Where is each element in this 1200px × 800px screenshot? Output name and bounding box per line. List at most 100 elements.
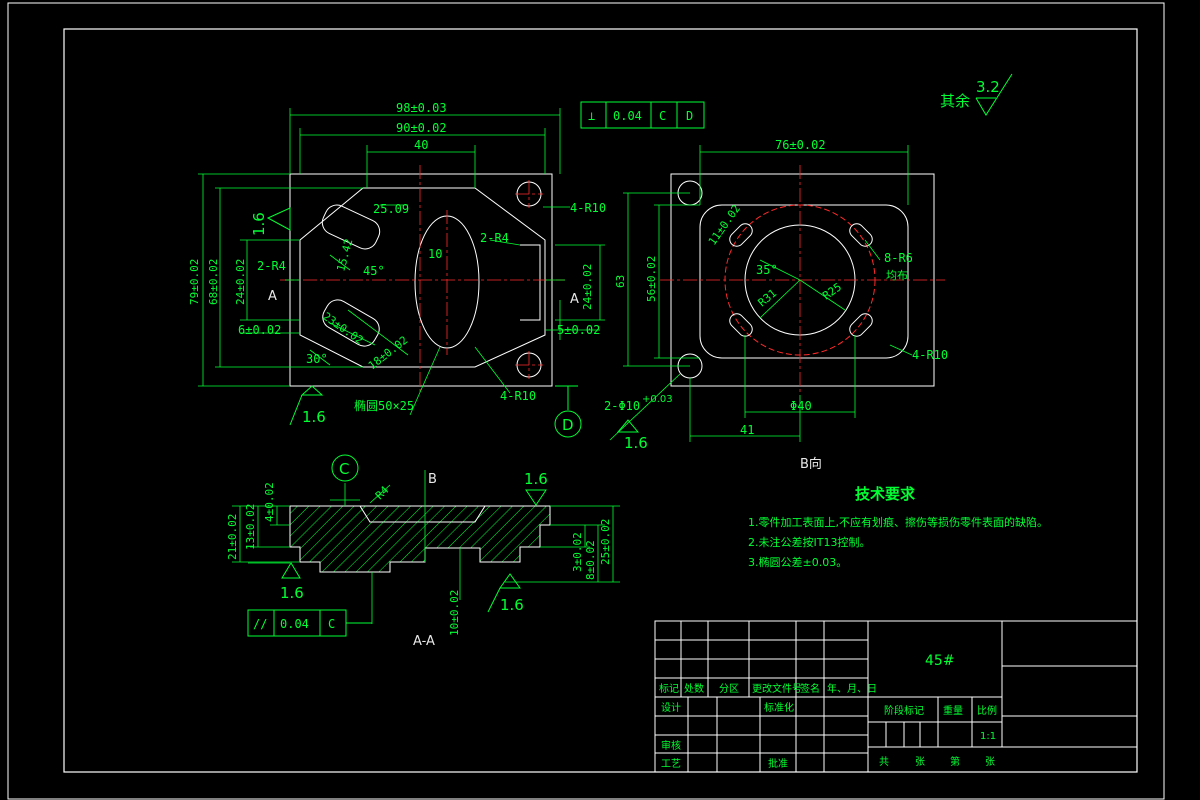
title-block bbox=[654, 620, 1138, 773]
datum-c-label: C bbox=[339, 460, 349, 478]
svg-text:1.6: 1.6 bbox=[624, 434, 648, 452]
section-profile bbox=[289, 505, 551, 573]
dim-90: 90±0.02 bbox=[396, 121, 447, 135]
tech-req-item-3: 3.椭圆公差±0.03。 bbox=[748, 555, 847, 569]
sheet-total-label: 共 bbox=[879, 756, 889, 768]
sheet-total-unit: 张 bbox=[915, 756, 925, 768]
section-dimension-lines bbox=[232, 470, 620, 624]
b-dim-76: 76±0.02 bbox=[775, 138, 826, 152]
b-callout-uniform: 均布 bbox=[886, 269, 908, 282]
dim-25-09: 25.09 bbox=[373, 202, 409, 216]
sheet-num-label: 第 bbox=[950, 755, 960, 768]
b-dim-35deg: 35° bbox=[756, 263, 778, 277]
tech-req-item-1: 1.零件加工表面上,不应有划痕、擦伤等损伤零件表面的缺陷。 bbox=[748, 515, 1048, 529]
scale-value: 1:1 bbox=[980, 731, 996, 742]
dim-98: 98±0.03 bbox=[396, 101, 447, 115]
section-view: C B 21±0.02 13±0.02 4±0.02 3±0.02 8±0.02… bbox=[226, 454, 620, 649]
b-dim-41: 41 bbox=[740, 423, 754, 437]
par-symbol: // bbox=[253, 617, 267, 631]
section-mark-left: A bbox=[268, 289, 277, 304]
b-dim-11: 11±0.02 bbox=[706, 202, 743, 247]
b-dim-phi40: Φ40 bbox=[790, 399, 812, 413]
upper-slot bbox=[321, 204, 381, 250]
callout-4-r10-bottom: 4-R10 bbox=[500, 389, 536, 403]
sec-dim-10: 10±0.02 bbox=[448, 590, 461, 636]
par-datum: C bbox=[328, 617, 335, 631]
parallelism-frame: // 0.04 C bbox=[247, 609, 372, 637]
dim-2-r4-right: 2-R4 bbox=[480, 231, 509, 245]
dim-2-r4-left: 2-R4 bbox=[257, 259, 286, 273]
general-roughness: 其余 3.2 bbox=[940, 73, 1013, 116]
b-callout-2-phi10: 2-Φ10 bbox=[604, 399, 640, 413]
tol-symbol: ⊥ bbox=[588, 109, 595, 123]
perpendicularity-frame: ⊥ 0.04 C D bbox=[580, 101, 705, 129]
sec-dim-25: 25±0.02 bbox=[599, 519, 612, 565]
dim-30deg: 30° bbox=[306, 352, 328, 366]
sec-dim-21: 21±0.02 bbox=[226, 514, 239, 560]
material: 45# bbox=[925, 653, 955, 669]
scale-label: 比例 bbox=[977, 704, 997, 717]
b-dim-r31: R31 bbox=[756, 287, 780, 310]
b-slots bbox=[729, 223, 873, 337]
front-roughness-left: 1.6 bbox=[250, 207, 291, 236]
callout-ellipse: 椭圆50×25 bbox=[354, 398, 414, 413]
tol-datum-d: D bbox=[686, 109, 693, 123]
dim-10: 10 bbox=[428, 247, 442, 261]
svg-text:1.6: 1.6 bbox=[280, 584, 304, 602]
b-hole-tolerance: +0.03 bbox=[642, 394, 673, 405]
hdr-sign: 签名 bbox=[800, 682, 820, 695]
dim-6: 6±0.02 bbox=[238, 323, 281, 337]
svg-text:1.6: 1.6 bbox=[302, 408, 326, 426]
front-roughness-bottom: 1.6 bbox=[289, 385, 326, 426]
dim-5: 5±0.02 bbox=[557, 323, 600, 337]
hdr-change-doc: 更改文件号 bbox=[752, 682, 802, 695]
dim-40: 40 bbox=[414, 138, 428, 152]
sec-roughness-top: 1.6 bbox=[524, 470, 548, 506]
dim-23: 23±0.02 bbox=[320, 310, 365, 347]
row-approve: 批准 bbox=[768, 757, 788, 770]
sheet-num-unit: 张 bbox=[985, 756, 995, 768]
sec-dim-13: 13±0.02 bbox=[244, 504, 257, 550]
tech-req-item-2: 2.未注公差按IT13控制。 bbox=[748, 535, 870, 549]
svg-text:1.6: 1.6 bbox=[250, 212, 268, 236]
sec-dim-8: 8±0.02 bbox=[584, 540, 597, 580]
row-process: 工艺 bbox=[661, 758, 681, 770]
dim-15-42: 15.42 bbox=[334, 237, 355, 272]
outer-border bbox=[7, 2, 1165, 800]
tol-datum-c: C bbox=[659, 109, 666, 123]
front-centerlines bbox=[280, 165, 565, 395]
tol-value: 0.04 bbox=[613, 109, 642, 123]
datum-c-circle bbox=[331, 454, 359, 482]
dim-24-right: 24±0.02 bbox=[581, 264, 594, 310]
hdr-count: 处数 bbox=[684, 682, 704, 695]
title-block-text: 45# 标记 处数 分区 更改文件号 签名 年、月、日 设计 标准化 审核 工艺… bbox=[659, 653, 997, 770]
b-dim-r25: R25 bbox=[820, 280, 844, 302]
b-dim-63: 63 bbox=[614, 275, 627, 288]
inner-frame bbox=[63, 28, 1138, 773]
view-mark-b: B bbox=[428, 472, 437, 487]
section-mark-right: A bbox=[570, 292, 579, 307]
tech-req-title: 技术要求 bbox=[855, 485, 916, 503]
section-caption: A-A bbox=[413, 634, 435, 649]
stage-mark: 阶段标记 bbox=[884, 704, 924, 717]
dim-79: 79±0.02 bbox=[188, 259, 201, 305]
b-view-caption: B向 bbox=[800, 456, 822, 472]
b-dim-56: 56±0.02 bbox=[645, 256, 658, 302]
right-notch bbox=[520, 244, 541, 321]
dim-68: 68±0.02 bbox=[207, 259, 220, 305]
row-review: 审核 bbox=[661, 739, 681, 752]
dim-45deg: 45° bbox=[363, 264, 385, 278]
datum-d: D bbox=[554, 385, 582, 438]
front-view: ⊥ 0.04 C D 98±0.03 90±0.02 40 79±0.02 68… bbox=[188, 101, 705, 438]
lower-slot bbox=[322, 299, 380, 347]
b-roughness: 1.6 bbox=[616, 419, 648, 452]
hdr-mark: 标记 bbox=[659, 683, 679, 695]
svg-text:1.6: 1.6 bbox=[524, 470, 548, 488]
b-dimension-lines bbox=[609, 145, 913, 442]
sec-roughness-bottom: 1.6 bbox=[487, 573, 524, 614]
dim-24-left: 24±0.02 bbox=[234, 259, 247, 305]
technical-requirements: 技术要求 1.零件加工表面上,不应有划痕、擦伤等损伤零件表面的缺陷。 2.未注公… bbox=[748, 485, 1048, 569]
front-dimension-lines bbox=[198, 108, 605, 416]
sec-roughness-left: 1.6 bbox=[280, 562, 304, 602]
